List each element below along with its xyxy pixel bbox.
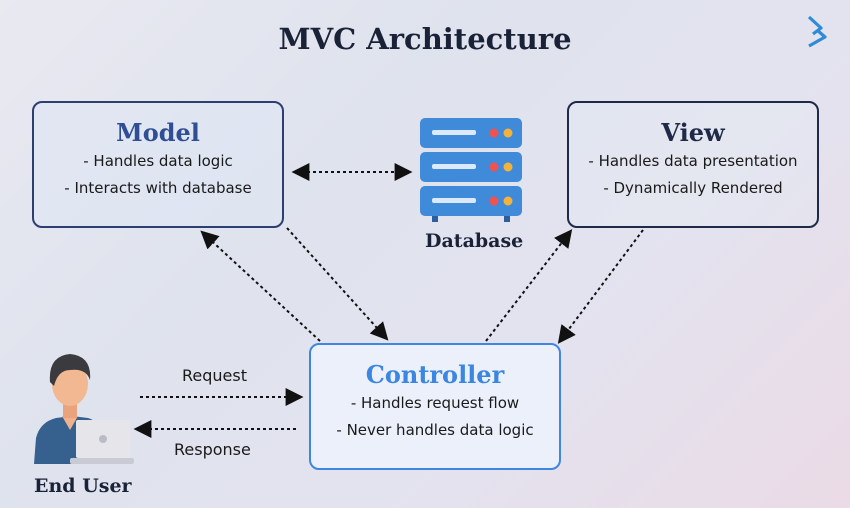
end-user-label: End User [34, 475, 132, 497]
controller-to-view-arrow [485, 229, 573, 342]
end-user-laptop-icon [34, 354, 134, 464]
view-to-controller-arrow [557, 229, 644, 344]
database-label: Database [425, 230, 524, 252]
controller-box: Controller - Handles request flow - Neve… [309, 343, 561, 470]
model-line-1: - Handles data logic [83, 152, 233, 170]
controller-to-model-arrow [200, 230, 321, 342]
view-line-2: - Dynamically Rendered [603, 179, 783, 197]
diagram-title: MVC Architecture [278, 22, 572, 56]
request-label: Request [182, 366, 247, 385]
model-to-controller-arrow [286, 227, 389, 341]
model-box: Model - Handles data logic - Interacts w… [32, 101, 284, 228]
controller-title: Controller [365, 360, 505, 389]
response-label: Response [174, 440, 251, 459]
view-line-1: - Handles data presentation [588, 152, 798, 170]
view-box: View - Handles data presentation - Dynam… [567, 101, 819, 228]
brand-logo-icon [807, 15, 827, 48]
database-server-icon [420, 118, 522, 222]
controller-line-1: - Handles request flow [350, 394, 520, 412]
model-line-2: - Interacts with database [64, 179, 252, 197]
controller-line-2: - Never handles data logic [336, 421, 534, 439]
model-title: Model [116, 118, 200, 147]
view-title: View [661, 118, 725, 147]
